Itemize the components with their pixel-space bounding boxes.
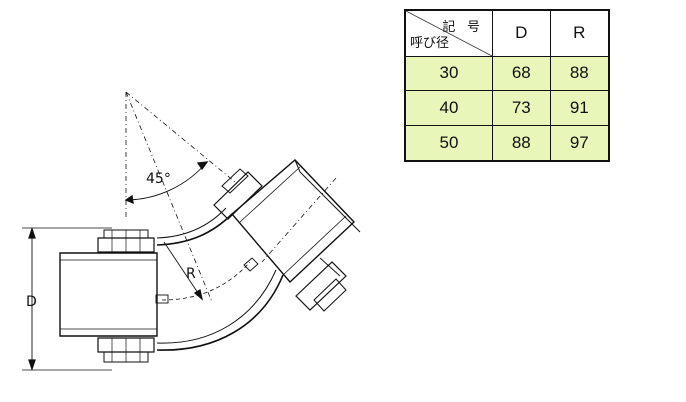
r-cell: 91 — [549, 90, 610, 126]
col-header-r: R — [549, 9, 610, 57]
table-row: 30 68 88 — [404, 55, 610, 92]
nominal-cell: 40 — [404, 90, 493, 126]
d-cell: 68 — [492, 55, 551, 92]
table-corner-cell: 記 号 呼び径 — [404, 9, 493, 57]
table-row: 40 73 91 — [404, 90, 610, 126]
col-header-d: D — [492, 9, 551, 57]
radius-arrow — [163, 241, 204, 301]
corner-symbol-label: 記 号 — [442, 19, 484, 34]
angle-arc — [124, 161, 209, 205]
dimension-table: 記 号 呼び径 D R 30 68 88 40 73 91 50 88 97 — [404, 9, 610, 162]
d-cell: 73 — [492, 90, 551, 126]
nominal-cell: 30 — [404, 55, 493, 92]
right-coupling — [213, 168, 347, 312]
elbow-body — [59, 159, 361, 351]
left-coupling — [97, 229, 169, 363]
angle-label: 45° — [146, 171, 171, 187]
diameter-dimension — [22, 226, 112, 372]
center-lines — [125, 91, 337, 303]
diameter-label: D — [26, 294, 37, 310]
table-row: 50 88 97 — [404, 124, 610, 162]
nominal-cell: 50 — [404, 124, 493, 162]
corner-nominal-label: 呼び径 — [410, 34, 450, 50]
d-cell: 88 — [492, 124, 551, 162]
r-cell: 97 — [549, 124, 610, 162]
table-header-row: 記 号 呼び径 D R — [404, 9, 610, 57]
r-cell: 88 — [549, 55, 610, 92]
radius-label: R — [186, 266, 196, 282]
